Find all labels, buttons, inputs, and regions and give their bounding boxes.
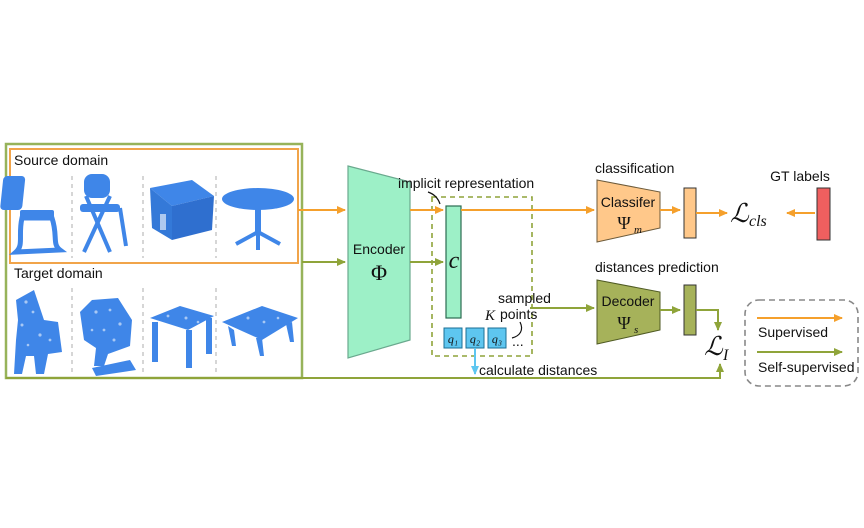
target-chair-2 — [80, 298, 136, 376]
target-chair-1 — [14, 290, 62, 374]
calculate-label: calculate distances — [479, 362, 597, 378]
encoder-symbol: Φ — [371, 260, 387, 285]
gt-labels-bar — [816, 187, 831, 241]
latent-code-symbol: c — [449, 248, 460, 274]
decoder-symbol: Ψ — [617, 313, 631, 333]
query-label-2: q₂ — [470, 332, 480, 346]
classifier-sub: m — [634, 224, 642, 236]
source-domain-title: Source domain — [14, 152, 108, 168]
target-domain-title: Target domain — [14, 265, 103, 281]
encoder-block — [347, 165, 411, 359]
distance-output-bar — [683, 284, 697, 336]
query-point-3 — [487, 327, 507, 349]
loss-i-sub: I — [722, 347, 729, 364]
class-logits-bar — [683, 187, 697, 239]
source-table-2 — [222, 188, 294, 250]
classifier-name: Classifer — [601, 194, 656, 210]
sampled-pointer — [511, 321, 523, 339]
target-table-1 — [150, 306, 214, 368]
query-point-1 — [443, 327, 463, 349]
classification-title: classification — [595, 160, 674, 176]
gt-labels-title: GT labels — [770, 168, 830, 184]
decoder-sub: s — [634, 324, 638, 336]
legend-supervised-label: Supervised — [758, 324, 828, 340]
sampled-k: K — [484, 308, 496, 324]
classifier-symbol: Ψ — [617, 213, 631, 233]
loss-cls-script: ℒ — [730, 199, 750, 228]
implicit-box — [431, 196, 533, 357]
target-table-2 — [222, 306, 298, 356]
query-ellipsis: ... — [512, 333, 524, 349]
output-to-loss-arrow — [696, 309, 722, 331]
distances-title: distances prediction — [595, 259, 719, 275]
latent-code-bar — [445, 205, 462, 319]
encoder-title: Encoder — [353, 241, 405, 257]
sampled-points: points — [500, 306, 537, 322]
decoder-block — [596, 279, 661, 345]
legend-box — [744, 299, 859, 387]
sampled-label: sampled — [498, 290, 551, 306]
source-chair-2 — [80, 174, 128, 253]
source-table-1 — [150, 180, 214, 240]
gt-distance-arrow — [6, 363, 724, 379]
loss-i-script: ℒ — [704, 332, 724, 361]
query-label-1: q₁ — [448, 332, 458, 346]
classifier-block — [596, 179, 661, 243]
query-label-3: q₃ — [492, 332, 502, 346]
implicit-title: implicit representation — [398, 175, 534, 191]
implicit-pointer — [427, 191, 441, 205]
decoder-name: Decoder — [602, 293, 655, 309]
source-chair-1 — [0, 176, 68, 255]
legend-self-label: Self-supervised — [758, 359, 855, 375]
shape-separators — [71, 176, 217, 372]
loss-cls-sub: cls — [749, 213, 767, 230]
